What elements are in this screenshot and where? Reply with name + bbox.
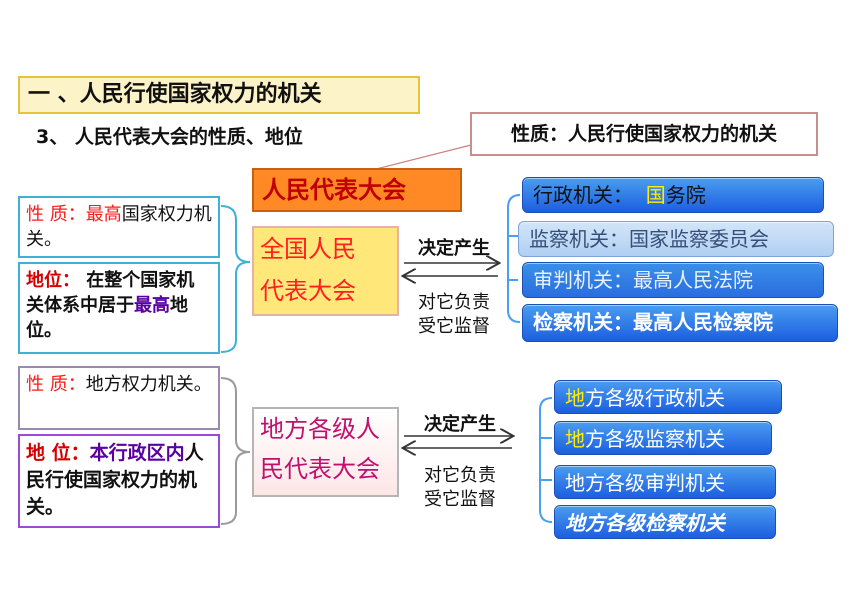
national-admin-highlight: 国 bbox=[645, 183, 666, 207]
local-nature-text: 地方权力机关。 bbox=[85, 374, 212, 395]
national-npc-line2: 代表大会 bbox=[260, 277, 356, 305]
local-npc-line2: 民代表大会 bbox=[260, 455, 380, 483]
national-position-highlight: 最高 bbox=[134, 295, 170, 316]
national-supervision-organ: 监察机关：国家监察委员会 bbox=[518, 221, 834, 257]
national-nature-text: 国家权力机关。 bbox=[26, 204, 212, 250]
brace-local bbox=[220, 377, 251, 525]
local-supervision-rest: 方各级监察机关 bbox=[585, 427, 725, 451]
bracket-local bbox=[539, 397, 553, 523]
local-nature-box: 性 质：地方权力机关。 bbox=[18, 366, 220, 430]
callout-pointer bbox=[371, 143, 476, 171]
national-npc-box: 全国人民 代表大会 bbox=[252, 226, 399, 316]
local-responsibility-label: 对它负责 受它监督 bbox=[410, 464, 510, 512]
local-judicial-organ: 地方各级审判机关 bbox=[554, 465, 776, 499]
national-resp-line2: 受它监督 bbox=[418, 316, 490, 337]
local-resp-line1: 对它负责 bbox=[424, 465, 496, 486]
national-position-text1: 在整个国家机关体系中居于 bbox=[26, 270, 195, 316]
local-position-label: 地 位： bbox=[26, 442, 90, 464]
npc-header: 人民代表大会 bbox=[252, 168, 462, 212]
national-admin-organ: 行政机关： 国务院 bbox=[522, 177, 824, 213]
local-admin-rest: 方各级行政机关 bbox=[585, 386, 725, 410]
local-nature-label: 性 质： bbox=[26, 374, 86, 395]
local-procuratorate-organ: 地方各级检察机关 bbox=[554, 505, 776, 539]
local-position-highlight: 本行政区内 bbox=[89, 442, 185, 464]
national-position-text2: 地位。 bbox=[26, 295, 188, 341]
local-admin-organ: 地方各级行政机关 bbox=[554, 380, 782, 414]
national-resp-line1: 对它负责 bbox=[418, 292, 490, 313]
national-procuratorate-organ: 检察机关：最高人民检察院 bbox=[522, 304, 838, 342]
local-resp-line2: 受它监督 bbox=[424, 489, 496, 510]
local-admin-highlight: 地 bbox=[565, 386, 585, 410]
national-position-box: 地位： 在整个国家机关体系中居于最高地位。 bbox=[18, 262, 220, 354]
national-nature-highlight: 最高 bbox=[85, 204, 122, 225]
national-admin-rest: 务院 bbox=[665, 183, 706, 207]
nature-callout: 性质：人民行使国家权力的机关 bbox=[470, 112, 818, 156]
local-npc-line1: 地方各级人 bbox=[260, 415, 380, 443]
local-supervision-organ: 地方各级监察机关 bbox=[554, 421, 772, 455]
national-npc-line1: 全国人民 bbox=[260, 235, 356, 263]
bracket-national bbox=[507, 194, 521, 323]
local-produce-label: 决定产生 bbox=[424, 414, 496, 435]
section-subtitle: 3、 人民代表大会的性质、地位 bbox=[36, 126, 303, 148]
brace-national bbox=[220, 205, 251, 353]
local-supervision-highlight: 地 bbox=[565, 427, 585, 451]
local-position-text: 人民行使国家权力的机关。 bbox=[26, 442, 204, 518]
section-title: 一 、人民行使国家权力的机关 bbox=[18, 76, 420, 114]
national-position-label: 地位： bbox=[26, 270, 80, 291]
national-responsibility-label: 对它负责 受它监督 bbox=[404, 291, 504, 339]
national-admin-prefix: 行政机关： bbox=[533, 183, 633, 207]
national-nature-label: 性 质： bbox=[26, 204, 86, 225]
local-position-box: 地 位：本行政区内人民行使国家权力的机关。 bbox=[18, 434, 220, 528]
local-npc-box: 地方各级人 民代表大会 bbox=[252, 407, 399, 497]
national-nature-box: 性 质：最高国家权力机关。 bbox=[18, 196, 220, 258]
national-judicial-organ: 审判机关：最高人民法院 bbox=[522, 262, 824, 298]
national-produce-label: 决定产生 bbox=[418, 238, 490, 259]
